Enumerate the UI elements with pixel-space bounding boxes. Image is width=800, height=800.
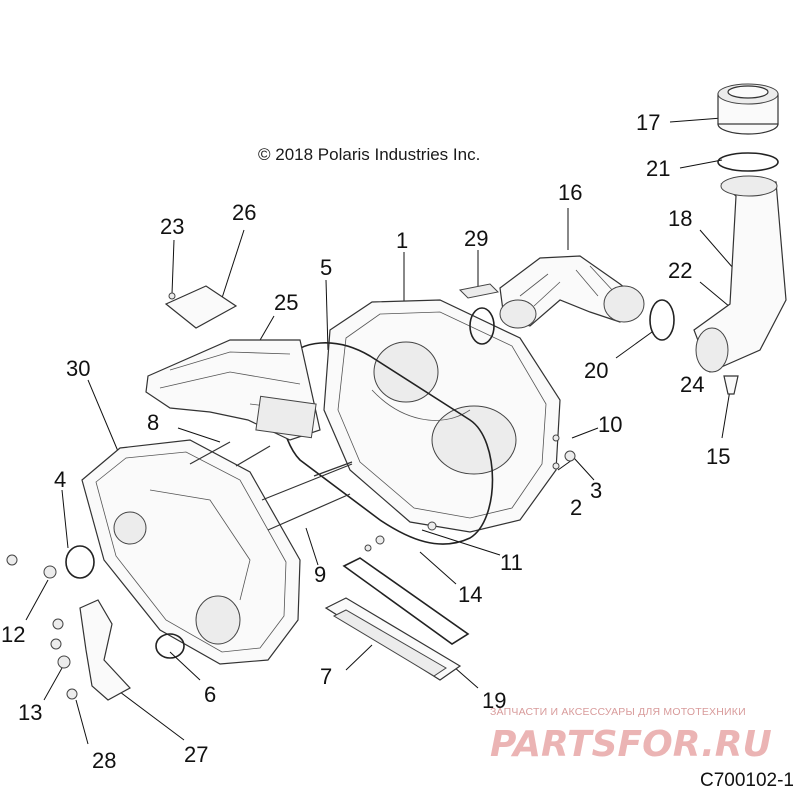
- part-lower-cover: [324, 557, 470, 681]
- part-intake-boot: [499, 255, 645, 329]
- callout-16: 16: [558, 180, 582, 205]
- callout-28: 28: [92, 748, 116, 773]
- watermark-logo: PARTSFOR.RU: [490, 724, 772, 765]
- callout-17: 17: [636, 110, 660, 135]
- part-small-fasteners: [6, 434, 576, 700]
- part-inner-cover: [81, 439, 301, 665]
- callout-7: 7: [320, 664, 332, 689]
- callout-25: 25: [274, 290, 298, 315]
- callout-22: 22: [668, 258, 692, 283]
- part-long-bolts: [189, 441, 353, 531]
- callout-24: 24: [680, 372, 704, 397]
- part-drain-plug: [723, 375, 739, 395]
- callout-2: 2: [570, 495, 582, 520]
- copyright-notice: © 2018 Polaris Industries Inc.: [258, 145, 481, 164]
- callout-23: 23: [160, 214, 184, 239]
- callout-4: 4: [54, 467, 66, 492]
- callout-15: 15: [706, 444, 730, 469]
- callout-21: 21: [646, 156, 670, 181]
- callout-29: 29: [464, 226, 488, 251]
- callout-26: 26: [232, 200, 256, 225]
- watermark-tagline: ЗАПЧАСТИ И АКСЕССУАРЫ ДЛЯ МОТОТЕХНИКИ: [490, 706, 746, 718]
- callout-13: 13: [18, 700, 42, 725]
- part-intake-duct: [145, 339, 321, 441]
- part-clamp-20: [649, 299, 675, 341]
- part-cover-plate: [164, 285, 238, 329]
- callout-12: 12: [1, 622, 25, 647]
- callout-18: 18: [668, 206, 692, 231]
- part-outer-cover: [323, 299, 561, 533]
- part-bracket: [79, 599, 131, 701]
- callout-11: 11: [500, 550, 523, 575]
- part-cover-gasket: [278, 342, 494, 545]
- callout-27: 27: [184, 742, 208, 767]
- callout-8: 8: [147, 410, 159, 435]
- callout-3: 3: [590, 478, 602, 503]
- part-label-29: [458, 283, 500, 299]
- part-o-ring-6: [155, 633, 185, 659]
- callout-10: 10: [598, 412, 622, 437]
- callout-1: 1: [396, 228, 408, 253]
- part-intake-tube: [693, 175, 787, 373]
- part-clamp-21: [717, 152, 779, 172]
- part-callouts: 1 2 3 4 5 6 7 8 9 10 11 12 13 14 15 16 1…: [1, 110, 730, 773]
- figure-id: C700102-1: [699, 770, 794, 791]
- part-filter-cap: [717, 83, 779, 135]
- part-o-ring-4: [65, 545, 95, 579]
- callout-9: 9: [314, 562, 326, 587]
- callout-14: 14: [458, 582, 482, 607]
- callout-5: 5: [320, 255, 332, 280]
- callout-6: 6: [204, 682, 216, 707]
- callout-20: 20: [584, 358, 608, 383]
- callout-19: 19: [482, 688, 506, 713]
- callout-30: 30: [66, 356, 90, 381]
- part-clamp-29: [469, 307, 495, 345]
